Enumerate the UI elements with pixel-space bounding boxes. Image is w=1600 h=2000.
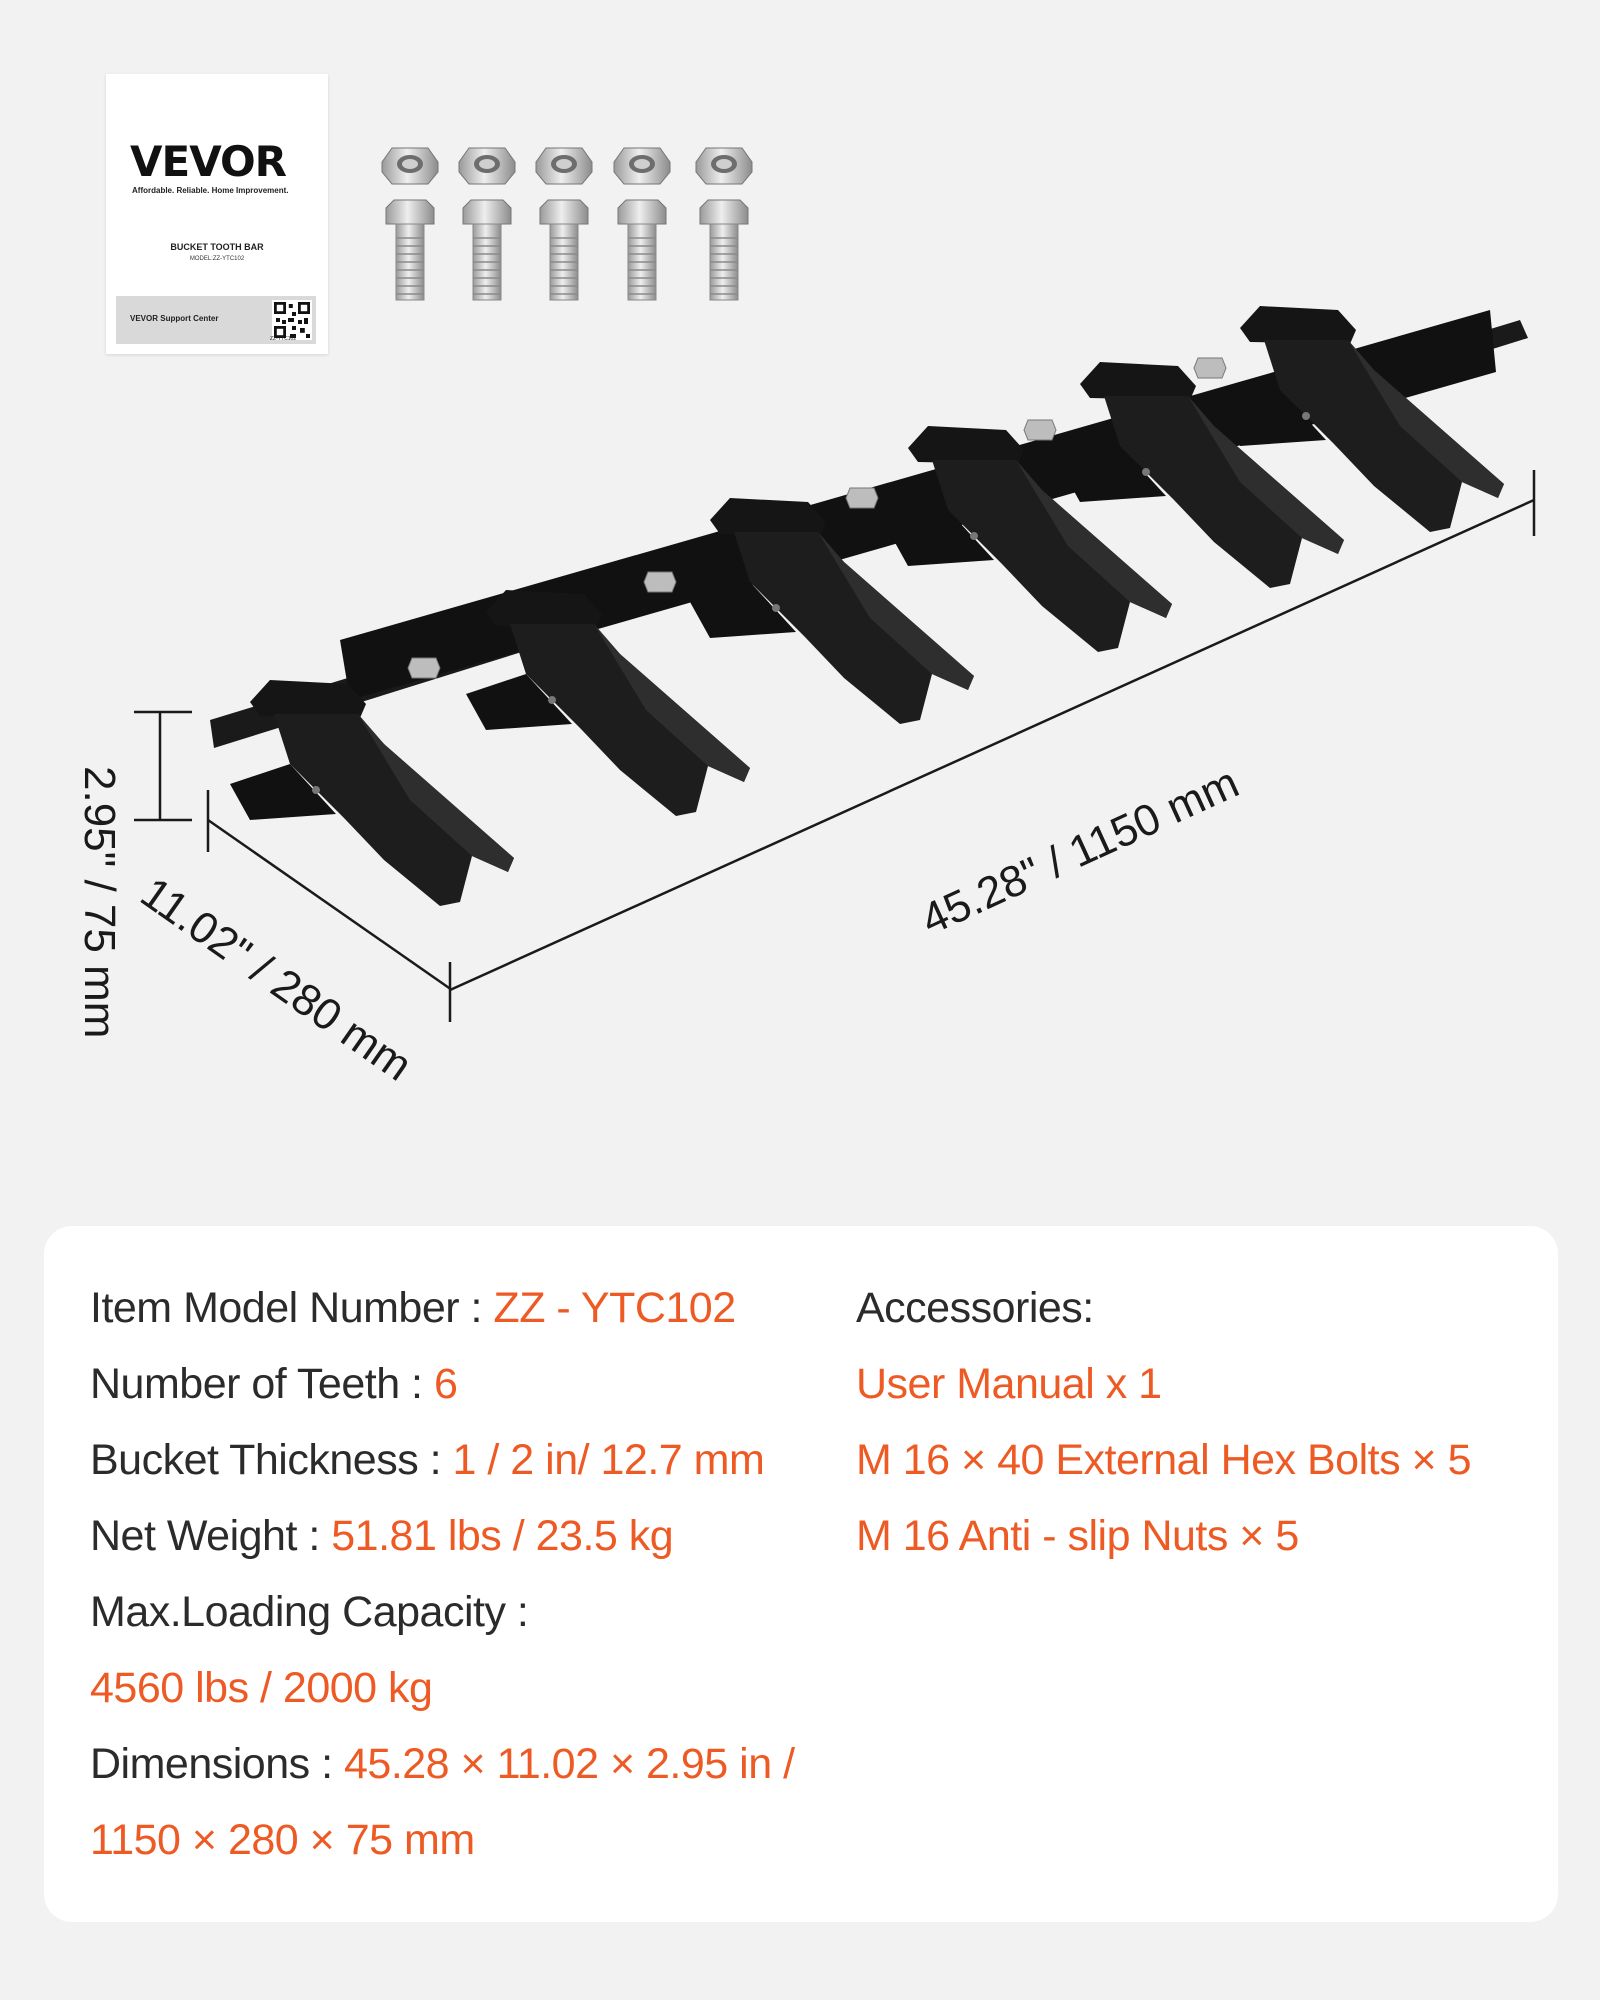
hex-bolt-icon — [699, 199, 749, 301]
spec-capacity-value-line: 4560 lbs / 2000 kg — [90, 1650, 795, 1726]
hex-bolt-icon — [462, 199, 512, 301]
manual-code: ZZ-YTC102 — [270, 336, 297, 342]
accessories-list: Accessories: User Manual x 1 M 16 × 40 E… — [856, 1270, 1472, 1574]
spec-thickness: Bucket Thickness : 1 / 2 in/ 12.7 mm — [90, 1422, 795, 1498]
spec-label: Dimensions : — [90, 1740, 344, 1788]
spec-label: Bucket Thickness : — [90, 1436, 453, 1484]
hex-bolt-icon — [385, 199, 435, 301]
hex-nut-icon — [381, 147, 439, 185]
accessory-item: User Manual x 1 — [856, 1360, 1162, 1408]
accessory-item: M 16 Anti - slip Nuts × 5 — [856, 1512, 1299, 1560]
hex-nut-icon — [458, 147, 516, 185]
qr-code-icon — [272, 300, 312, 340]
height-dimension-label: 2.95" / 75 mm — [75, 766, 124, 1039]
spec-dimensions: Dimensions : 45.28 × 11.02 × 2.95 in / — [90, 1726, 795, 1802]
spec-label: Net Weight : — [90, 1512, 332, 1560]
spec-list: Item Model Number : ZZ - YTC102 Number o… — [90, 1270, 795, 1878]
spec-capacity: Max.Loading Capacity : — [90, 1574, 795, 1650]
spec-teeth: Number of Teeth : 6 — [90, 1346, 795, 1422]
spec-value: 51.81 lbs / 23.5 kg — [331, 1512, 674, 1560]
spec-value: 6 — [433, 1360, 458, 1408]
manual-brand-logo: VEVOR — [130, 137, 287, 186]
spec-dimensions-metric-line: 1150 × 280 × 75 mm — [90, 1802, 795, 1878]
spec-value: 4560 lbs / 2000 kg — [90, 1664, 433, 1712]
manual-model: MODEL:ZZ-YTC102 — [189, 256, 245, 262]
accessory-item: M 16 × 40 External Hex Bolts × 5 — [856, 1436, 1472, 1484]
hex-nut-icon — [535, 147, 593, 185]
hex-bolt-icon — [617, 199, 667, 301]
hex-nut-icon — [695, 147, 753, 185]
manual-support-panel: VEVOR Support Center ZZ-YTC102 — [116, 296, 316, 344]
hex-nut-icon — [613, 147, 671, 185]
hex-bolt-icon — [539, 199, 589, 301]
spec-label: Max.Loading Capacity : — [90, 1588, 529, 1636]
accessories-title: Accessories: — [856, 1284, 1094, 1332]
spec-weight: Net Weight : 51.81 lbs / 23.5 kg — [90, 1498, 795, 1574]
user-manual-image: VEVOR Affordable. Reliable. Home Improve… — [106, 74, 328, 354]
spec-label: Number of Teeth : — [90, 1360, 434, 1408]
spec-value: 1 / 2 in/ 12.7 mm — [452, 1436, 765, 1484]
spec-model: Item Model Number : ZZ - YTC102 — [90, 1270, 795, 1346]
tooth-bar-diagram: 2.95" / 75 mm 45.28" / 1150 mm 11.02" / … — [0, 300, 1600, 1120]
depth-dimension-line — [206, 790, 453, 1022]
manual-title: BUCKET TOOTH BAR — [170, 242, 264, 252]
manual-support-label: VEVOR Support Center — [130, 314, 219, 323]
spec-label: Item Model Number : — [90, 1284, 494, 1332]
spec-value: ZZ - YTC102 — [493, 1284, 736, 1332]
spec-value: 1150 × 280 × 75 mm — [90, 1816, 475, 1864]
manual-tagline: Affordable. Reliable. Home Improvement. — [132, 186, 289, 195]
hardware-set-image — [381, 147, 753, 301]
spec-value: 45.28 × 11.02 × 2.95 in / — [343, 1740, 795, 1788]
length-dimension-line — [449, 470, 1536, 992]
tooth-bar-image — [134, 306, 1536, 1022]
height-dimension-line — [134, 710, 192, 822]
specification-card: Item Model Number : ZZ - YTC102 Number o… — [44, 1226, 1558, 1922]
